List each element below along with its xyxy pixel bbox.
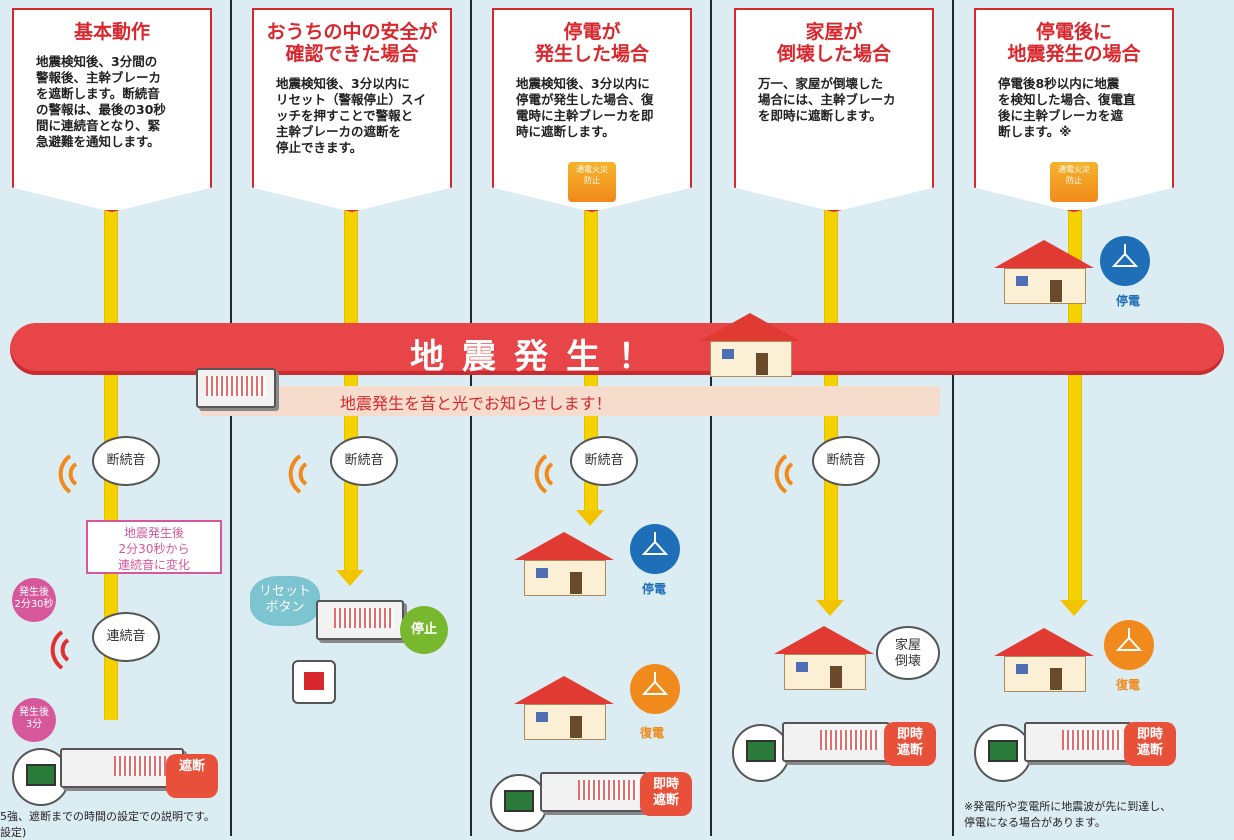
time-marker: 発生後 2分30秒 [12,578,56,622]
house-icon [994,240,1094,304]
card-house-collapse: 家屋が 倒壊した場合 万一、家屋が倒壊した 場合には、主幹ブレーカ を即時に遮断… [734,8,934,212]
house-icon [514,676,614,740]
card-title: 停電が 発生した場合 [534,22,649,65]
breaker-panel-icon [1024,722,1132,762]
subbanner-text: 地震発生を音と光でお知らせします！ [340,394,612,413]
house-icon [514,532,614,596]
sound-waves-icon [756,452,796,496]
card-title: おうちの中の安全が 確認できた場合 [266,22,438,65]
column-separator [470,0,472,836]
fire-prevention-badge: 通電火災 防止 [568,162,616,202]
computer-icon [490,774,548,832]
time-marker: 発生後 3分 [12,698,56,742]
light-off-icon [630,524,680,574]
intermittent-sound-bubble: 断続音 [812,436,880,486]
status-label: 復電 [640,726,665,740]
card-title: 停電後に 地震発生の場合 [1007,22,1141,65]
banner-title: 地震発生！ [410,337,670,377]
footnote-left: 5強、遮断までの時間の設定での説明です。 設定) [0,810,215,839]
intermittent-sound-bubble: 断続音 [92,436,160,486]
arrow-down-icon [576,510,604,526]
result-badge: 即時 遮断 [1124,722,1176,766]
light-on-icon [1104,620,1154,670]
result-badge: 遮断 [166,754,218,798]
card-basic-operation: 基本動作 地震検知後、3分間の 警報後、主幹ブレーカ を遮断します。断続音 の警… [12,8,212,212]
column-separator [710,0,712,836]
status-label: 停電 [642,582,667,596]
continuous-sound-bubble: 連続音 [92,612,160,662]
light-off-icon [1100,236,1150,286]
footnote-right: ※発電所や変電所に地震波が先に到達し、 停電になる場合があります。 [964,800,1172,829]
light-on-icon [630,664,680,714]
breaker-panel-icon [60,748,184,788]
breaker-panel-icon [782,722,890,762]
earthquake-banner: 地震発生！ [10,313,1224,377]
alert-subbanner: 地震発生を音と光でお知らせします！ [196,368,940,416]
sound-waves-icon [516,452,556,496]
status-label: 停電 [1116,294,1141,308]
result-badge: 即時 遮断 [640,772,692,816]
arrow-down-icon [1060,600,1088,616]
breaker-panel-icon [540,772,648,812]
status-label: 復電 [1116,678,1141,692]
card-body: 地震検知後、3分以内に 停電が発生した場合、復 電時に主幹ブレーカを即 時に遮断… [516,76,654,139]
card-title: 基本動作 [73,22,150,43]
house-icon [994,628,1094,692]
card-body: 万一、家屋が倒壊した 場合には、主幹ブレーカ を即時に遮断します。 [758,76,896,123]
card-title: 家屋が 倒壊した場合 [776,22,891,65]
collapsed-house-icon [774,626,874,690]
breaker-panel-icon [196,368,276,408]
arrow-down-icon [336,570,364,586]
result-badge: 即時 遮断 [884,722,936,766]
column-separator [230,0,232,836]
intermittent-sound-bubble: 断続音 [570,436,638,486]
card-body: 地震検知後、3分間の 警報後、主幹ブレーカ を遮断します。断続音 の警報は、最後… [36,54,166,149]
callout-change-note: 地震発生後 2分30秒から 連続音に変化 [86,520,222,574]
card-safety-confirmed: おうちの中の安全が 確認できた場合 地震検知後、3分以内に リセット（警報停止）… [252,8,452,212]
sound-waves-icon [270,452,310,496]
arrow-down-icon [816,600,844,616]
fire-prevention-badge: 通電火災 防止 [1050,162,1098,202]
sound-waves-icon [40,452,80,496]
reset-button[interactable] [292,660,336,704]
breaker-panel-icon [316,600,404,640]
card-body: 地震検知後、3分以内に リセット（警報停止）スイ ッチを押すことで警報と 主幹ブ… [276,76,427,155]
flow-line [344,200,358,570]
shaking-house-icon [700,313,800,377]
house-collapsed-bubble: 家屋 倒壊 [876,626,940,680]
result-badge: 停止 [400,606,448,654]
column-separator [952,0,954,836]
sound-waves-icon [32,628,72,672]
reset-button-label: リセット ボタン [250,576,320,626]
intermittent-sound-bubble: 断続音 [330,436,398,486]
card-power-outage: 停電が 発生した場合 地震検知後、3分以内に 停電が発生した場合、復 電時に主幹… [492,8,692,212]
card-body: 停電後8秒以内に地震 を検知した場合、復電直 後に主幹ブレーカを遮 断します。※ [998,76,1136,139]
card-outage-then-quake: 停電後に 地震発生の場合 停電後8秒以内に地震 を検知した場合、復電直 後に主幹… [974,8,1174,212]
